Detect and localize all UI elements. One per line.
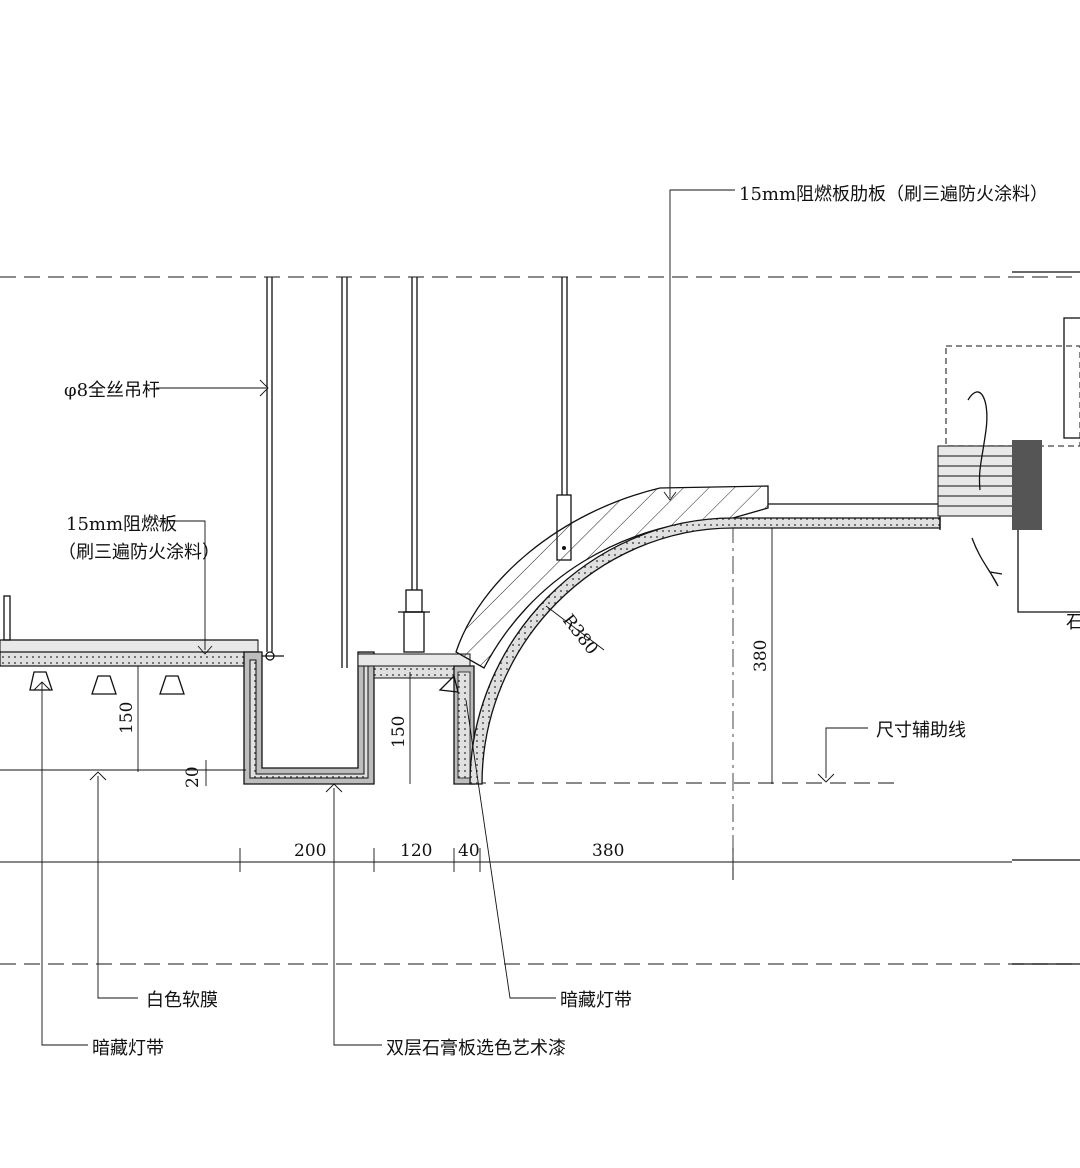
annotations: 15mm阻燃板肋板（刷三遍防火涂料） φ8全丝吊杆 15mm阻燃板 （刷三遍防火… bbox=[58, 184, 1080, 1059]
label-top-rib-board: 15mm阻燃板肋板（刷三遍防火涂料） bbox=[739, 184, 1048, 205]
light-strips bbox=[29, 671, 459, 695]
label-white-film: 白色软膜 bbox=[146, 990, 218, 1011]
dim-40: 40 bbox=[458, 841, 480, 861]
leader-lines bbox=[33, 189, 868, 1046]
dimension-lines bbox=[0, 528, 1012, 880]
dim-150-mid: 150 bbox=[389, 716, 409, 748]
dim-380-vertical: 380 bbox=[751, 640, 771, 672]
hanger-brackets bbox=[258, 494, 572, 661]
label-hidden-light-right: 暗藏灯带 bbox=[560, 990, 632, 1011]
dim-120: 120 bbox=[400, 841, 432, 861]
dim-380-horizontal: 380 bbox=[592, 841, 624, 861]
right-equipment bbox=[937, 271, 1080, 965]
left-ceiling-board bbox=[0, 595, 259, 667]
label-aux-line: 尺寸辅助线 bbox=[876, 720, 966, 741]
label-hanger-rod: φ8全丝吊杆 bbox=[64, 380, 160, 401]
reference-lines bbox=[0, 276, 1080, 965]
dim-200: 200 bbox=[294, 841, 326, 861]
label-fire-board-1: 15mm阻燃板 bbox=[66, 514, 177, 535]
dim-150-left: 150 bbox=[117, 702, 137, 734]
label-fire-board-2: （刷三遍防火涂料） bbox=[58, 542, 220, 563]
u-channel-left bbox=[243, 651, 471, 785]
hanger-rods bbox=[266, 277, 568, 668]
dim-20: 20 bbox=[183, 766, 203, 788]
edge-text: 石 bbox=[1066, 612, 1080, 633]
curved-arch bbox=[455, 485, 941, 785]
label-radius: R380 bbox=[558, 611, 602, 659]
u-channel-right bbox=[453, 665, 475, 785]
label-hidden-light-left: 暗藏灯带 bbox=[92, 1038, 164, 1059]
label-gypsum-board: 双层石膏板选色艺术漆 bbox=[386, 1037, 566, 1059]
